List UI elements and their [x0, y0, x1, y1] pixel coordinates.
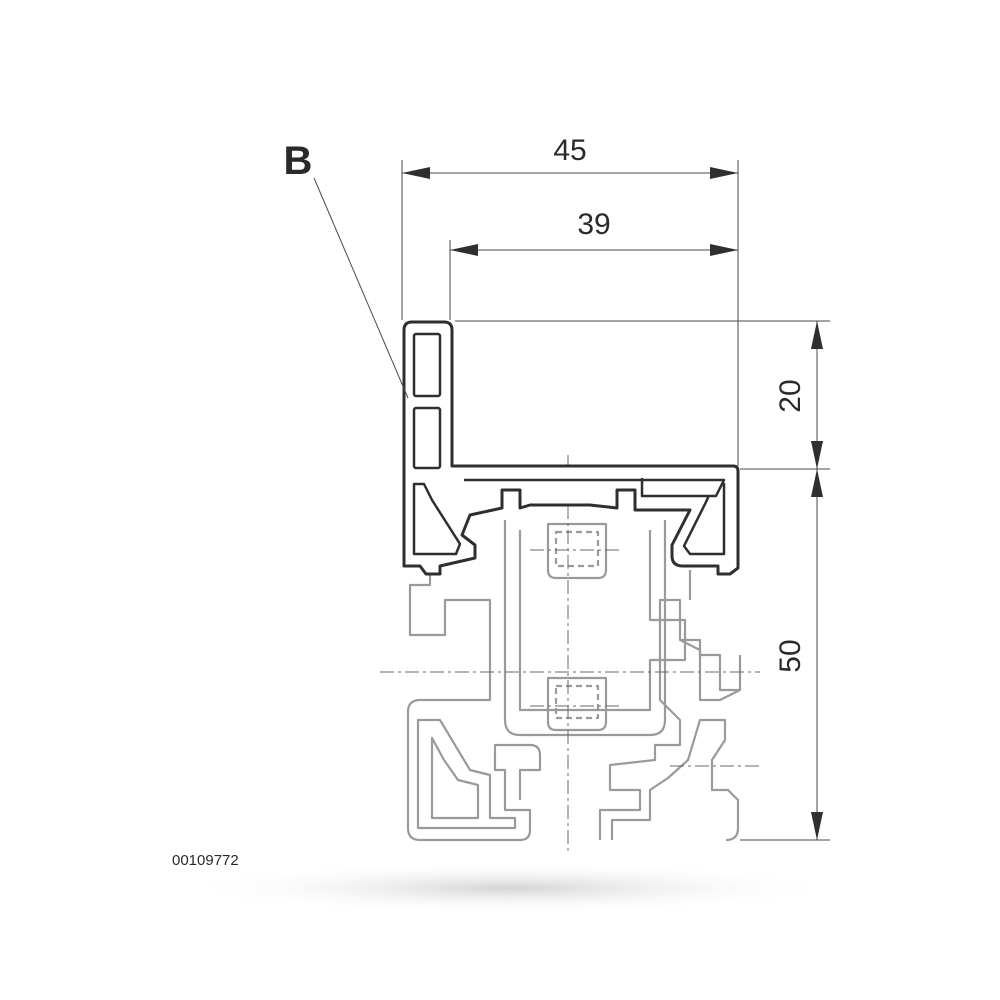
- dimension-label-39: 39: [577, 208, 610, 241]
- base-profile: [406, 520, 742, 842]
- dimension-label-50: 50: [774, 639, 807, 672]
- base-profile-core: [503, 520, 667, 737]
- base-profile-slot-left: [416, 718, 517, 830]
- arrow-50-bottom: [811, 812, 823, 840]
- arrow-39-right: [710, 244, 738, 256]
- base-profile-hole-upper: [546, 522, 608, 580]
- base-profile-slot-right: [610, 718, 740, 842]
- arrow-20-top: [811, 321, 823, 349]
- cover-chamber-middle: [412, 406, 442, 470]
- base-profile-hole-lower-inner: [554, 684, 600, 720]
- callout-label-b: B: [284, 139, 313, 183]
- cover-chamber-upper: [412, 332, 442, 398]
- dimension-label-45: 45: [553, 134, 586, 167]
- base-profile-slot-left-inner: [430, 736, 480, 820]
- drawing-number: 00109772: [172, 852, 239, 869]
- arrow-20-bottom: [811, 441, 823, 469]
- base-profile-hole-upper-inner: [554, 530, 600, 568]
- arrow-39-left: [450, 244, 478, 256]
- cover-chamber-left: [412, 482, 462, 556]
- cover-profile-b: [402, 320, 740, 576]
- cover-top-channel: [464, 478, 726, 498]
- arrow-45-left: [402, 167, 430, 179]
- arrow-45-right: [710, 167, 738, 179]
- base-profile-slot-right-mid: [679, 639, 741, 702]
- base-profile-hole-lower: [546, 676, 608, 732]
- arrow-50-top: [811, 469, 823, 497]
- dimension-label-20: 20: [774, 379, 807, 412]
- cover-profile-outline: [402, 320, 740, 576]
- callout-leader-b: [313, 177, 409, 399]
- base-profile-outline: [406, 570, 742, 842]
- drop-shadow: [180, 862, 840, 914]
- base-profile-core-inner: [518, 530, 687, 712]
